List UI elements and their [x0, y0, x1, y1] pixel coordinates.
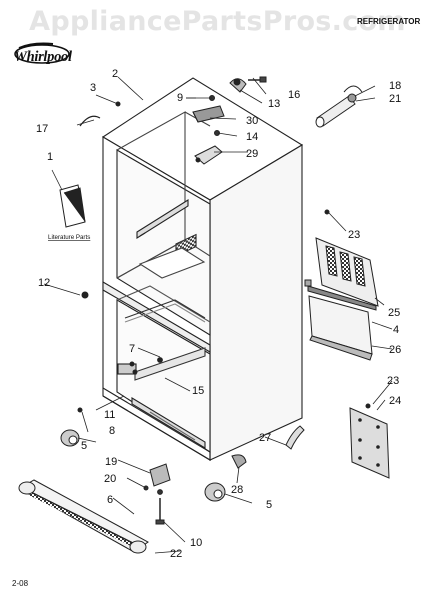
callout-9: 9 [177, 92, 183, 104]
top-hinge-parts [229, 76, 267, 93]
water-valve-part [315, 85, 363, 128]
callout-21: 21 [389, 93, 401, 105]
callout-4: 4 [393, 324, 399, 336]
rear-panels [304, 209, 379, 409]
callout-10: 10 [190, 537, 202, 549]
callout-17: 17 [36, 123, 48, 135]
callout-7: 7 [129, 343, 135, 355]
callout-20: 20 [104, 473, 116, 485]
callout-5a: 5 [81, 440, 87, 452]
callout-23a: 23 [348, 229, 360, 241]
brand-logo-swoosh [14, 42, 70, 64]
callout-26: 26 [389, 344, 401, 356]
literature-parts-label: Literature Parts [48, 234, 90, 241]
callout-12: 12 [38, 277, 50, 289]
cabinet-assembly [101, 77, 304, 461]
callout-16: 16 [288, 89, 300, 101]
callout-15: 15 [192, 385, 204, 397]
rear-plate-24 [349, 407, 390, 479]
leveling-leg-parts [143, 463, 171, 525]
base-grille [18, 479, 149, 554]
diagram-category-label: REFRIGERATOR [357, 17, 421, 26]
literature-booklet [59, 184, 86, 228]
callout-3: 3 [90, 82, 96, 94]
callout-2: 2 [112, 68, 118, 80]
callout-25: 25 [388, 307, 400, 319]
leader-lines [43, 76, 393, 554]
screws [77, 101, 163, 413]
clip-28 [231, 454, 247, 469]
brand-logo: Whirlpool [14, 49, 72, 65]
drain-tube [285, 425, 305, 450]
hinge-bracket-29 [194, 145, 223, 165]
callout-labels: 1 2 3 4 5 5 6 7 8 9 10 11 12 13 14 15 16… [36, 68, 401, 560]
callout-24: 24 [389, 395, 401, 407]
callout-22: 22 [170, 548, 182, 560]
callout-18: 18 [389, 80, 401, 92]
callout-14: 14 [246, 131, 258, 143]
rollers [60, 429, 226, 502]
page-code: 2-08 [12, 579, 29, 588]
callout-11: 11 [104, 409, 115, 421]
callout-8: 8 [109, 425, 115, 437]
callout-6: 6 [107, 494, 113, 506]
callout-28: 28 [231, 484, 243, 496]
hinge-bracket-30 [192, 95, 225, 136]
callout-1: 1 [47, 151, 53, 163]
site-watermark: AppliancePartsPros.com [29, 6, 406, 37]
callout-5b: 5 [266, 499, 272, 511]
callout-13: 13 [268, 98, 280, 110]
callout-27: 27 [259, 432, 271, 444]
callout-23b: 23 [387, 375, 399, 387]
callout-30: 30 [246, 115, 258, 127]
callout-29: 29 [246, 148, 258, 160]
callout-19: 19 [105, 456, 117, 468]
